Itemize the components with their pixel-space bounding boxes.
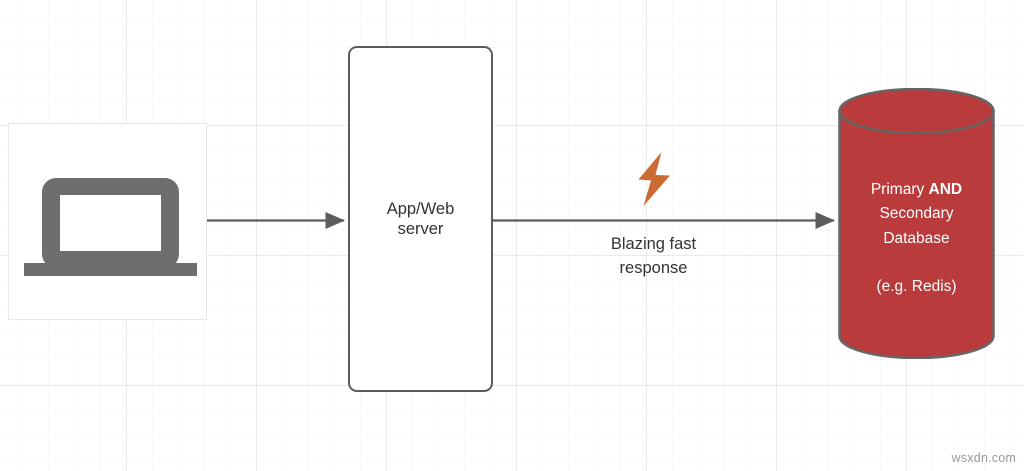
database-label-and: AND: [928, 180, 963, 198]
database-label-example: (e.g. Redis): [876, 278, 957, 296]
app-web-server-label: App/Web server: [386, 200, 455, 238]
database-label-rest: Secondary Database: [879, 205, 954, 247]
database-label-primary: Primary: [870, 180, 929, 198]
database-node[interactable]: Primary AND Secondary Database (e.g. Red…: [838, 88, 995, 359]
laptop-icon: [24, 178, 197, 276]
cylinder-shape: [838, 88, 995, 359]
lightning-bolt-icon: [638, 152, 670, 206]
edge-label-blazing-fast-response: Blazing fast response: [610, 235, 697, 277]
client-node[interactable]: [8, 123, 207, 320]
app-web-server-node[interactable]: App/Web server: [348, 46, 493, 392]
watermark: wsxdn.com: [951, 451, 1016, 465]
database-label: Primary AND Secondary Database (e.g. Red…: [838, 88, 995, 359]
